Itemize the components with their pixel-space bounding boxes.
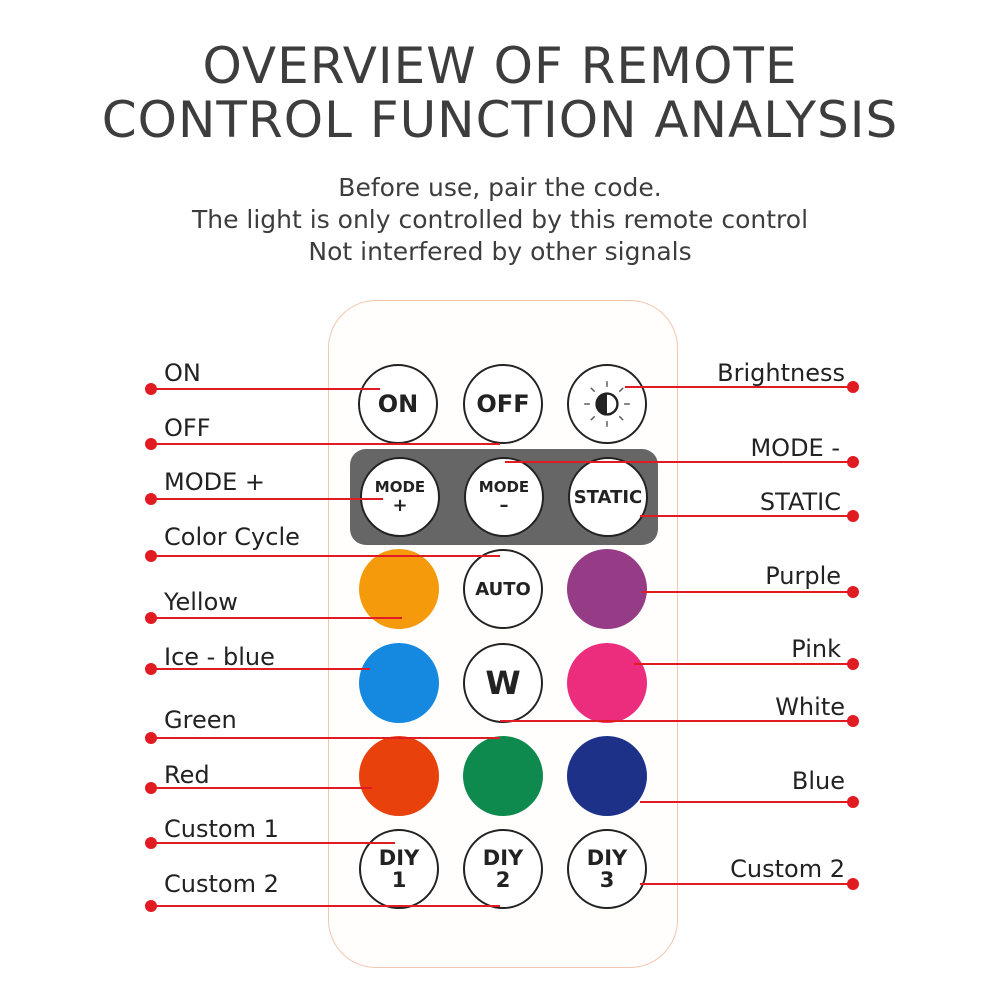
white-button-label: W — [485, 664, 521, 702]
callout-static: STATIC — [759, 488, 841, 516]
leader-dot-custom-2-right — [847, 878, 859, 890]
white-button[interactable]: W — [463, 643, 543, 723]
callout-mode-minus: MODE - — [750, 434, 840, 462]
leader-dot-custom-1 — [145, 837, 157, 849]
callout-mode-plus: MODE + — [164, 468, 265, 496]
diy2-number: 2 — [495, 868, 511, 892]
callout-custom-2-left: Custom 2 — [164, 870, 279, 898]
callout-brightness: Brightness — [717, 359, 845, 387]
callout-pink: Pink — [791, 635, 841, 663]
callout-color-cycle: Color Cycle — [164, 523, 300, 551]
diy2-button[interactable]: DIY 2 — [463, 829, 543, 909]
purple-button[interactable] — [567, 549, 647, 629]
mode-minus-button[interactable]: MODE – — [464, 457, 544, 537]
callout-custom-2-right: Custom 2 — [730, 855, 845, 883]
subtitle-line-3: Not interfered by other signals — [308, 237, 692, 266]
mode-plus-label: MODE — [374, 477, 426, 496]
leader-dot-ice-blue — [145, 663, 157, 675]
leader-dot-blue — [847, 796, 859, 808]
title-line-1: OVERVIEW OF REMOTE — [202, 37, 798, 95]
callout-on: ON — [164, 359, 201, 387]
callout-red: Red — [164, 761, 210, 789]
brightness-icon — [584, 381, 630, 427]
mode-plus-sign: + — [392, 494, 408, 516]
off-button-label: OFF — [476, 390, 530, 418]
brightness-button[interactable] — [567, 364, 647, 444]
callout-custom-1: Custom 1 — [164, 815, 279, 843]
leader-dot-green — [145, 732, 157, 744]
leader-dot-mode-plus — [145, 493, 157, 505]
red-button[interactable] — [359, 736, 439, 816]
callout-ice-blue: Ice - blue — [164, 643, 275, 671]
leader-dot-pink — [847, 658, 859, 670]
leader-dot-static — [847, 510, 859, 522]
mode-minus-sign: – — [499, 494, 509, 516]
ice-blue-button[interactable] — [359, 643, 439, 723]
leader-dot-brightness — [847, 381, 859, 393]
diy1-label: DIY — [378, 846, 420, 870]
diy1-number: 1 — [391, 868, 407, 892]
auto-button-label: AUTO — [475, 578, 531, 600]
callout-blue: Blue — [791, 767, 845, 795]
title-line-2: CONTROL FUNCTION ANALYSIS — [101, 91, 899, 149]
subtitle-line-2: The light is only controlled by this rem… — [191, 205, 809, 234]
static-button[interactable]: STATIC — [568, 457, 648, 537]
mode-minus-label: MODE — [478, 477, 530, 496]
blue-button[interactable] — [567, 736, 647, 816]
callout-white: White — [775, 693, 845, 721]
callout-purple: Purple — [765, 562, 841, 590]
diy3-button[interactable]: DIY 3 — [567, 829, 647, 909]
leader-dot-off — [145, 438, 157, 450]
leader-dot-red — [145, 782, 157, 794]
pink-button[interactable] — [567, 643, 647, 723]
off-button[interactable]: OFF — [463, 364, 543, 444]
leader-dot-yellow — [145, 612, 157, 624]
callout-green: Green — [164, 706, 237, 734]
static-button-label: STATIC — [573, 486, 643, 508]
leader-dot-white — [847, 715, 859, 727]
green-button[interactable] — [463, 736, 543, 816]
diy3-number: 3 — [599, 868, 615, 892]
diy2-label: DIY — [482, 846, 524, 870]
leader-dot-purple — [847, 586, 859, 598]
diy3-label: DIY — [586, 846, 628, 870]
leader-dot-color-cycle — [145, 550, 157, 562]
yellow-button[interactable] — [359, 549, 439, 629]
auto-button[interactable]: AUTO — [463, 549, 543, 629]
leader-dot-custom-2-left — [145, 900, 157, 912]
callout-off: OFF — [164, 414, 211, 442]
leader-dot-mode-minus — [847, 456, 859, 468]
leader-dot-on — [145, 383, 157, 395]
subtitle-line-1: Before use, pair the code. — [338, 173, 662, 202]
on-button-label: ON — [377, 390, 419, 418]
mode-plus-button[interactable]: MODE + — [360, 457, 440, 537]
callout-yellow: Yellow — [164, 588, 238, 616]
